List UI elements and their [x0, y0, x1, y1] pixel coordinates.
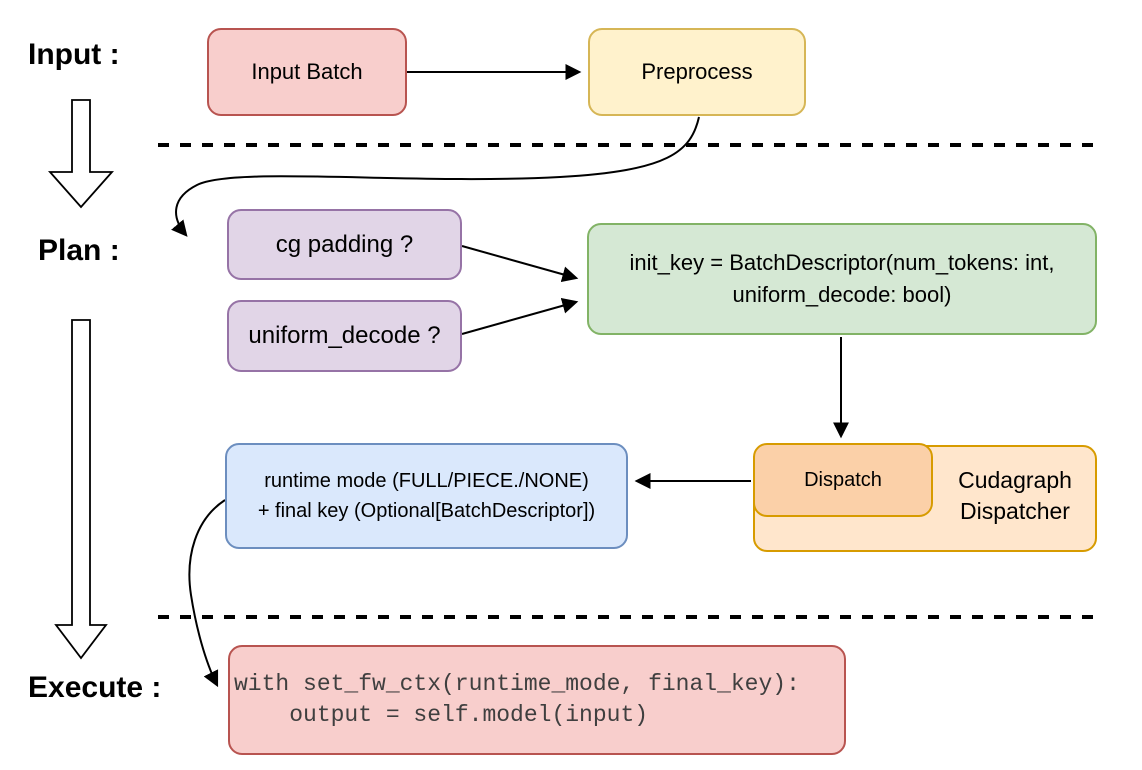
- node-uniform-decode-label: uniform_decode ?: [248, 322, 441, 349]
- flow-arrow-input-to-plan: [48, 99, 114, 209]
- node-input-batch: Input Batch: [207, 28, 407, 116]
- node-execute-code: with set_fw_ctx(runtime_mode, final_key)…: [228, 645, 846, 755]
- node-input-batch-label: Input Batch: [251, 59, 363, 84]
- section-label-execute: Execute :: [28, 671, 162, 704]
- node-cudagraph-dispatcher-label: Cudagraph Dispatcher: [933, 458, 1097, 534]
- node-init-key: init_key = BatchDescriptor(num_tokens: i…: [587, 223, 1097, 335]
- node-preprocess: Preprocess: [588, 28, 806, 116]
- execute-code-line2: output = self.model(input): [234, 702, 649, 728]
- section-label-plan: Plan :: [38, 234, 120, 267]
- node-cg-padding-label: cg padding ?: [275, 230, 414, 258]
- node-runtime-mode-line2: + final key (Optional[BatchDescriptor]): [257, 500, 596, 522]
- flow-arrow-plan-to-execute: [54, 319, 108, 660]
- node-uniform-decode: uniform_decode ?: [227, 300, 462, 372]
- arrow-uniformdecode-to-initkey: [461, 297, 579, 335]
- arrow-preprocess-to-cgpadding: [171, 116, 700, 237]
- node-preprocess-label: Preprocess: [641, 59, 753, 84]
- node-runtime-mode: runtime mode (FULL/PIECE./NONE) + final …: [225, 443, 628, 549]
- node-init-key-line2: uniform_decode: bool): [732, 282, 952, 307]
- node-dispatch-label: Dispatch: [804, 469, 882, 491]
- node-cg-padding: cg padding ?: [227, 209, 462, 280]
- execute-code-line1: with set_fw_ctx(runtime_mode, final_key)…: [234, 671, 800, 697]
- node-dispatch: Dispatch: [753, 443, 933, 517]
- section-label-input: Input :: [28, 38, 120, 71]
- node-init-key-line1: init_key = BatchDescriptor(num_tokens: i…: [629, 250, 1055, 275]
- node-runtime-mode-line1: runtime mode (FULL/PIECE./NONE): [264, 470, 589, 492]
- arrow-cgpadding-to-initkey: [461, 245, 579, 283]
- cudagraph-label-line1: Cudagraph: [958, 467, 1072, 493]
- arrow-runtimemode-to-execute: [188, 499, 226, 688]
- cudagraph-label-line2: Dispatcher: [960, 498, 1070, 524]
